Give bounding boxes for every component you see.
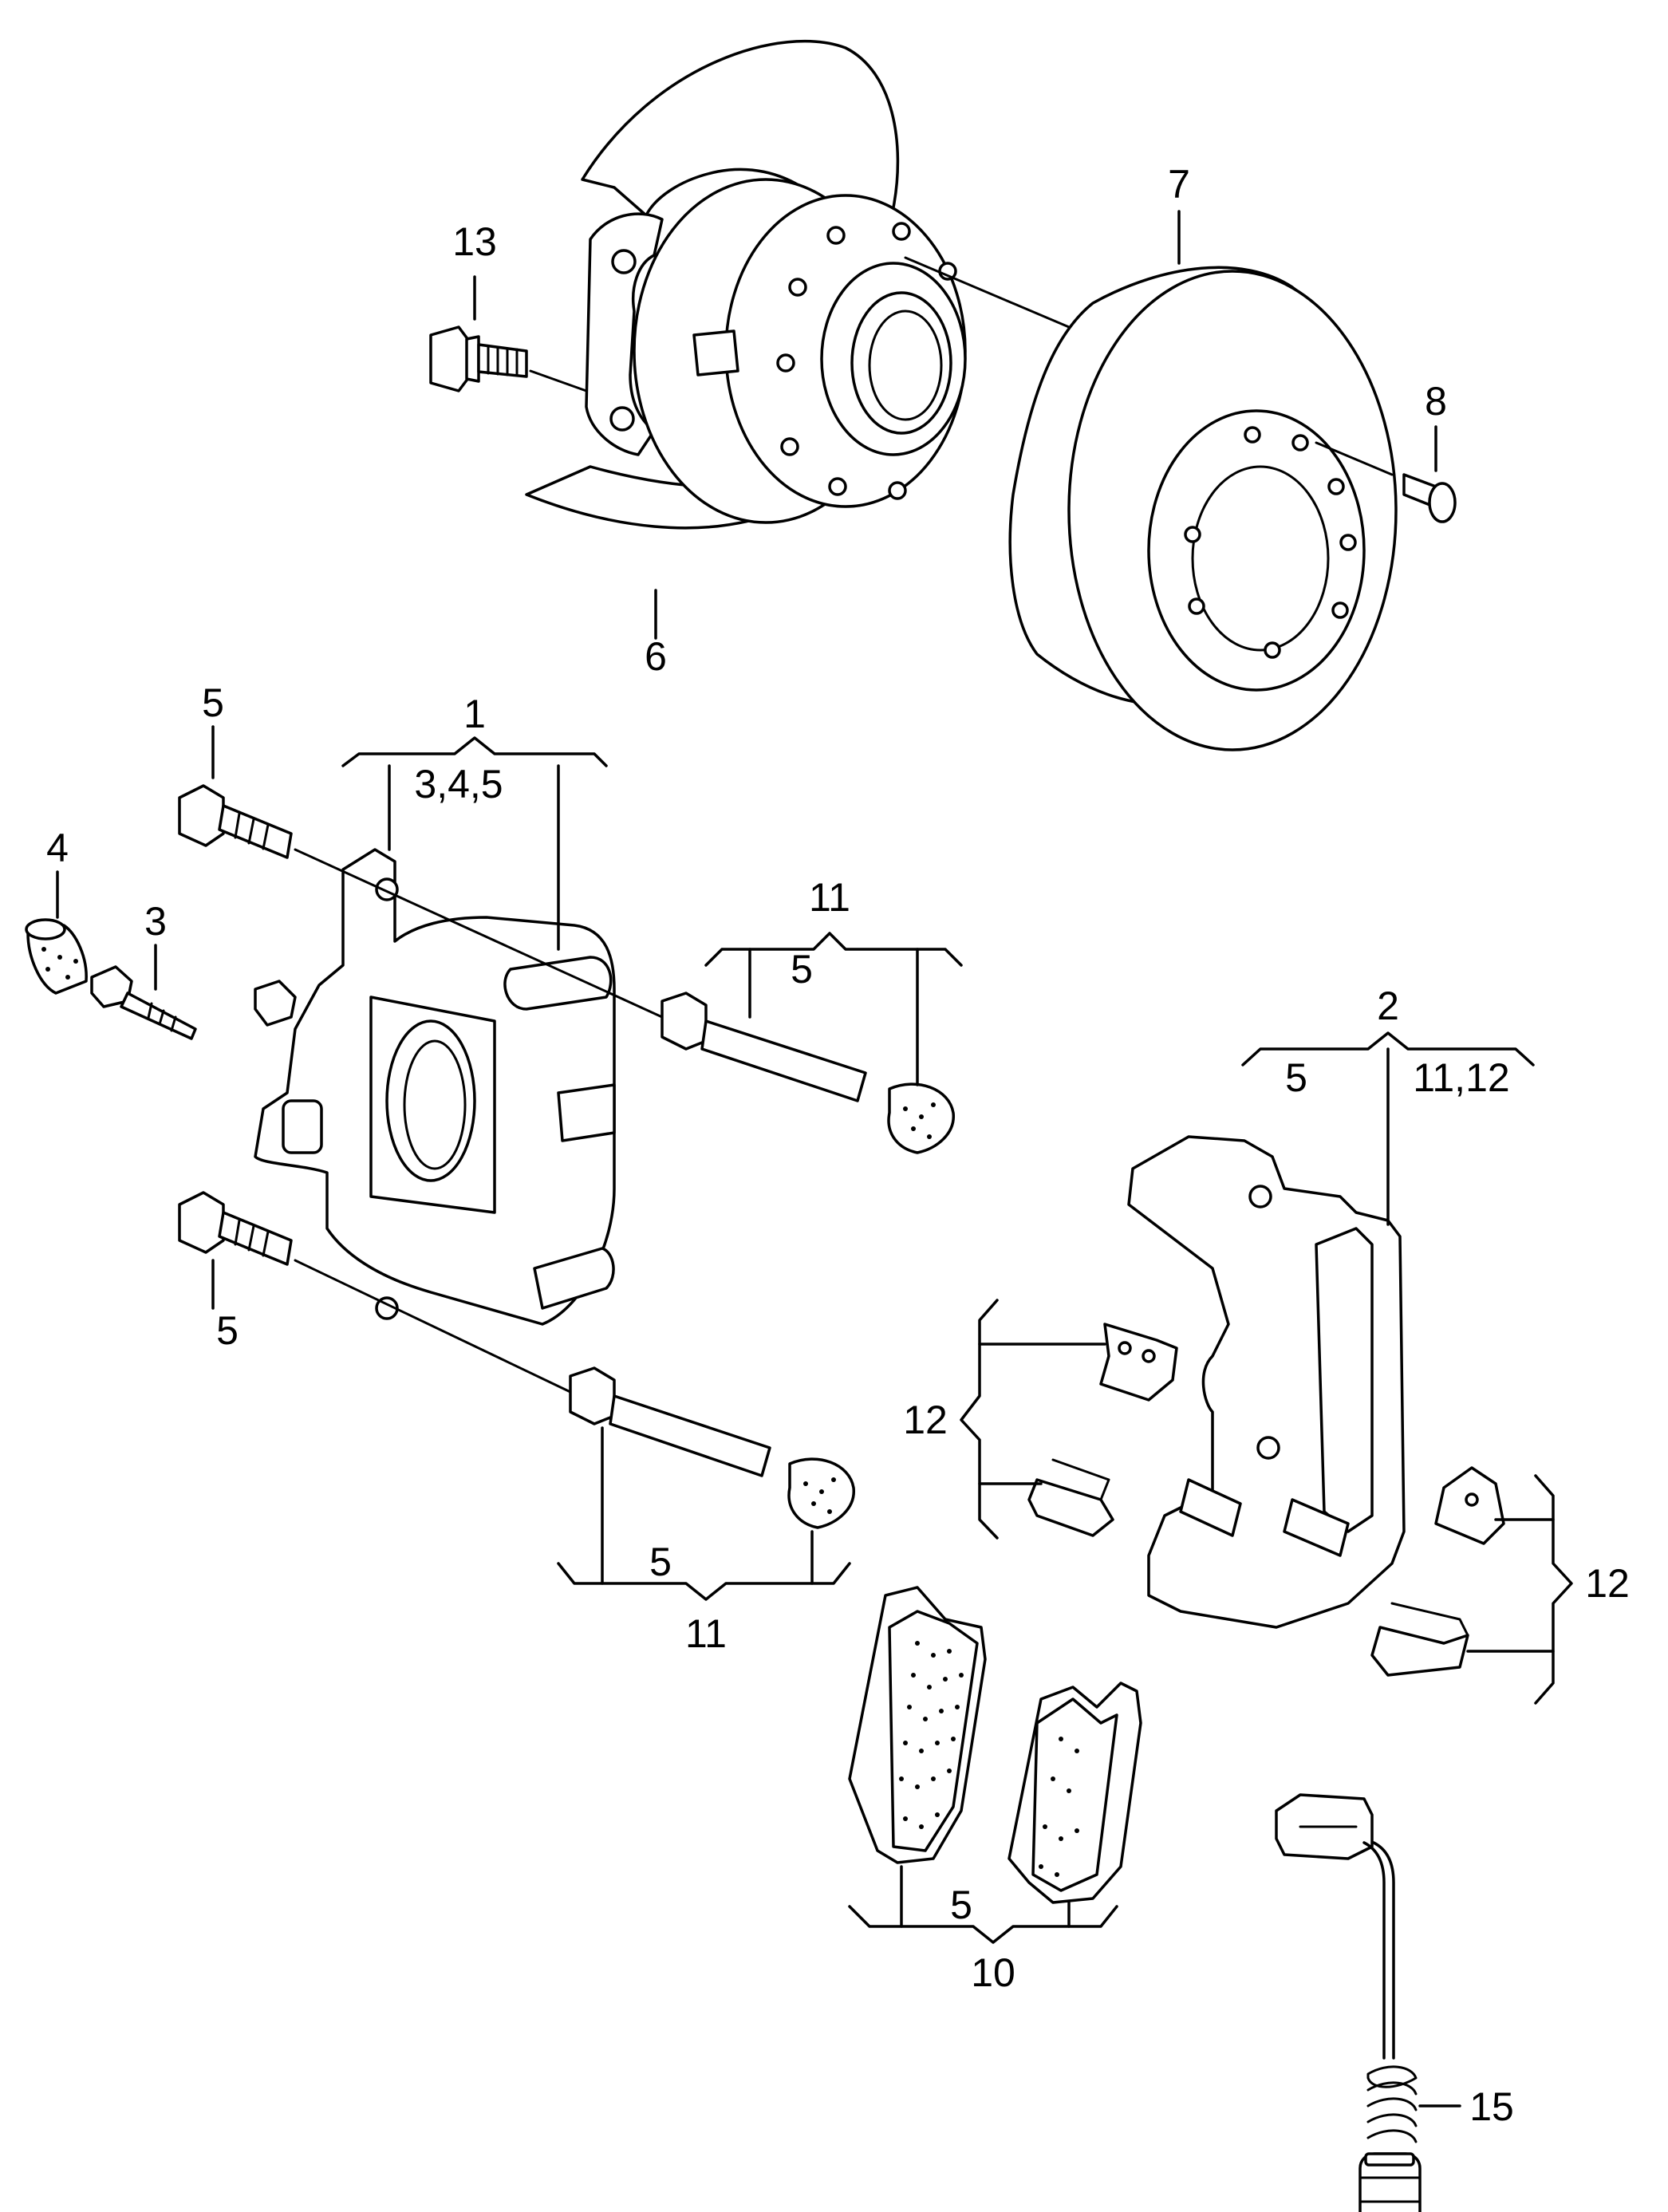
callout-wear-sensor: 15 xyxy=(1469,2084,1514,2129)
brake-pad-left xyxy=(848,1586,987,1864)
hub-bolt xyxy=(429,325,528,392)
callout-bleeder-screw: 3 xyxy=(144,899,167,944)
brake-carrier xyxy=(1127,1135,1406,1629)
disc-screw xyxy=(1402,473,1457,523)
callout-caliper-bolt-upper: 5 xyxy=(202,680,224,725)
brake-caliper xyxy=(254,848,616,1326)
bleeder-screw xyxy=(90,965,197,1040)
callout-guide-pin-lower-includes: 5 xyxy=(649,1540,672,1584)
callout-hub-bolt: 13 xyxy=(452,219,497,264)
callout-caliper-includes: 3,4,5 xyxy=(414,762,503,806)
callout-carrier-includes-right: 11,12 xyxy=(1413,1055,1509,1100)
callout-brake-disc: 7 xyxy=(1168,162,1190,207)
caliper-bolt-upper xyxy=(178,784,293,859)
clip-right-upper xyxy=(1434,1466,1505,1545)
callout-carrier-includes-left: 5 xyxy=(1285,1055,1307,1100)
callout-disc-screw: 8 xyxy=(1425,379,1447,424)
wear-sensor xyxy=(1275,1793,1422,2212)
brake-disc xyxy=(1008,266,1398,751)
leader-lines xyxy=(56,210,1573,2108)
clip-left-upper xyxy=(1099,1323,1178,1402)
callout-guide-pin-upper-includes: 5 xyxy=(791,947,813,992)
brake-pad-right xyxy=(1008,1682,1142,1904)
wheel-hub xyxy=(633,178,967,524)
callout-guide-pin-upper: 11 xyxy=(809,875,850,920)
clip-left-lower xyxy=(1027,1458,1114,1537)
caliper-bolt-lower xyxy=(178,1191,293,1266)
callout-caliper-assembly: 1 xyxy=(463,692,486,736)
callout-guide-pin-lower: 11 xyxy=(685,1611,727,1656)
guide-pin-upper xyxy=(660,992,955,1154)
callout-carrier: 2 xyxy=(1377,984,1399,1028)
callout-clip-set-left: 12 xyxy=(903,1398,948,1442)
callout-bleeder-cap: 4 xyxy=(46,826,69,870)
callout-labels: 13 7 8 6 1 3,4,5 5 4 3 11 5 5 5 11 2 5 1… xyxy=(46,162,1630,2129)
callout-pad-set-includes: 5 xyxy=(950,1883,972,1927)
bleeder-cap xyxy=(25,918,88,995)
clip-right-lower xyxy=(1370,1602,1469,1677)
guide-pin-lower xyxy=(569,1366,855,1529)
callout-hub-shield: 6 xyxy=(645,634,667,679)
callout-clip-set-right: 12 xyxy=(1585,1561,1630,1606)
callout-caliper-bolt-lower: 5 xyxy=(216,1308,239,1353)
callout-pad-set: 10 xyxy=(971,1950,1015,1995)
